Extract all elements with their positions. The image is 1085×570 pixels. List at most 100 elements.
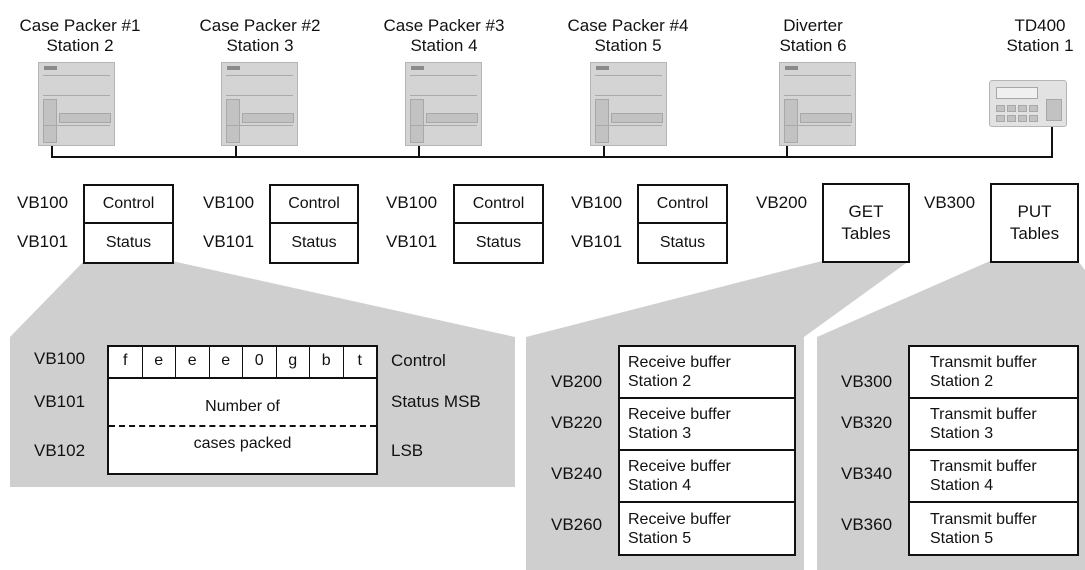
control-cell: Control (271, 186, 357, 224)
buffer-label: Receive buffer (628, 406, 731, 423)
control-cell: Control (639, 186, 726, 224)
control-cell: Control (455, 186, 542, 224)
receive-buffer-row: Receive buffer Station 3 (620, 399, 794, 451)
address-label: VB320 (841, 413, 893, 432)
msb-lsb-divider (109, 425, 376, 427)
address-label: VB220 (551, 413, 603, 432)
control-status-box: Control Status (83, 184, 174, 264)
bit-cell: b (310, 347, 344, 377)
cases-packed-label: cases packed (193, 435, 292, 452)
address-label: VB200 (551, 372, 603, 391)
plc-icon (221, 62, 298, 146)
station-name: TD400 (1014, 16, 1066, 35)
transmit-buffer-row: Transmit buffer Station 2 (910, 347, 1077, 399)
receive-buffer-table: Receive buffer Station 2 Receive buffer … (618, 345, 796, 556)
address-label: VB260 (551, 515, 603, 534)
buffer-label: Transmit buffer (930, 354, 1037, 371)
status-cell: Status (105, 234, 152, 251)
transmit-buffer-row: Transmit buffer Station 5 (910, 503, 1077, 554)
address-label: VB200 (756, 193, 808, 212)
bit-cell: f (109, 347, 143, 377)
status-detail-wedge (10, 261, 515, 337)
put-tables-wedge (817, 261, 1085, 337)
station-name: Case Packer #3 (383, 16, 505, 35)
put-label: PUT (1017, 202, 1052, 221)
status-cell: Status (291, 234, 337, 251)
status-msb-label: Status MSB (391, 392, 481, 411)
buffer-station: Station 4 (930, 477, 994, 494)
bit-cell: e (143, 347, 176, 377)
station-title-diverter: Diverter Station 6 (760, 16, 866, 56)
bit-cell: e (210, 347, 243, 377)
control-byte-label: Control (391, 351, 446, 370)
buffer-station: Station 3 (628, 425, 692, 442)
transmit-buffer-row: Transmit buffer Station 4 (910, 451, 1077, 503)
station-title-case-packer-4: Case Packer #4 Station 5 (548, 16, 708, 56)
buffer-station: Station 3 (930, 425, 994, 442)
plc-icon (590, 62, 667, 146)
receive-buffer-row: Receive buffer Station 5 (620, 503, 794, 554)
control-bit-row: f e e e 0 g b t (109, 347, 376, 379)
transmit-buffer-table: Transmit buffer Station 2 Transmit buffe… (908, 345, 1079, 556)
address-label: VB100 (34, 349, 86, 368)
control-status-bytes-box: f e e e 0 g b t Number of cases packed (107, 345, 378, 475)
address-label: VB240 (551, 464, 603, 483)
station-title-case-packer-3: Case Packer #3 Station 4 (364, 16, 524, 56)
bit-cell: e (176, 347, 210, 377)
tables-label: Tables (1009, 224, 1060, 243)
station-name: Case Packer #1 (19, 16, 141, 35)
address-label: VB360 (841, 515, 893, 534)
buffer-station: Station 5 (628, 529, 692, 547)
plc-icon (38, 62, 115, 146)
plc-icon (405, 62, 482, 146)
receive-buffer-row: Receive buffer Station 2 (620, 347, 794, 399)
buffer-station: Station 2 (628, 373, 692, 390)
station-title-td400: TD400 Station 1 (1000, 16, 1080, 56)
station-number: Station 2 (46, 36, 114, 55)
text-display-icon (989, 80, 1067, 127)
address-label: VB340 (841, 464, 893, 483)
control-status-box: Control Status (453, 184, 544, 264)
address-label: VB100 (571, 193, 623, 212)
address-label: VB100 (17, 193, 69, 212)
address-label: VB101 (203, 232, 255, 251)
station-number: Station 1 (1006, 36, 1074, 55)
address-label: VB101 (571, 232, 623, 251)
lsb-label: LSB (391, 441, 424, 460)
control-cell: Control (85, 186, 172, 224)
buffer-label: Transmit buffer (930, 406, 1037, 423)
buffer-label: Receive buffer (628, 354, 731, 371)
address-label: VB300 (841, 372, 893, 391)
buffer-label: Receive buffer (628, 510, 731, 528)
address-label: VB101 (34, 392, 86, 411)
number-of-label: Number of (205, 398, 280, 415)
buffer-station: Station 5 (930, 529, 994, 547)
address-label: VB100 (203, 193, 255, 212)
buffer-label: Receive buffer (628, 458, 731, 475)
tables-label: Tables (841, 224, 891, 243)
bit-cell: g (277, 347, 310, 377)
station-name: Case Packer #4 (567, 16, 689, 35)
get-label: GET (848, 202, 884, 221)
station-number: Station 6 (779, 36, 847, 55)
buffer-station: Station 2 (930, 373, 994, 390)
address-label: VB300 (924, 193, 976, 212)
station-title-case-packer-2: Case Packer #2 Station 3 (180, 16, 340, 56)
address-label: VB101 (386, 232, 438, 251)
status-cell: Status (659, 234, 706, 251)
station-name: Case Packer #2 (199, 16, 321, 35)
buffer-label: Transmit buffer (930, 510, 1037, 528)
station-number: Station 3 (226, 36, 294, 55)
transmit-buffer-row: Transmit buffer Station 3 (910, 399, 1077, 451)
buffer-station: Station 4 (628, 477, 692, 494)
control-status-box: Control Status (269, 184, 359, 264)
station-number: Station 4 (410, 36, 478, 55)
buffer-label: Transmit buffer (930, 458, 1037, 475)
control-status-box: Control Status (637, 184, 728, 264)
address-label: VB102 (34, 441, 86, 460)
get-tables-wedge (526, 261, 909, 337)
address-label: VB100 (386, 193, 438, 212)
station-name: Diverter (783, 16, 843, 35)
receive-buffer-row: Receive buffer Station 4 (620, 451, 794, 503)
